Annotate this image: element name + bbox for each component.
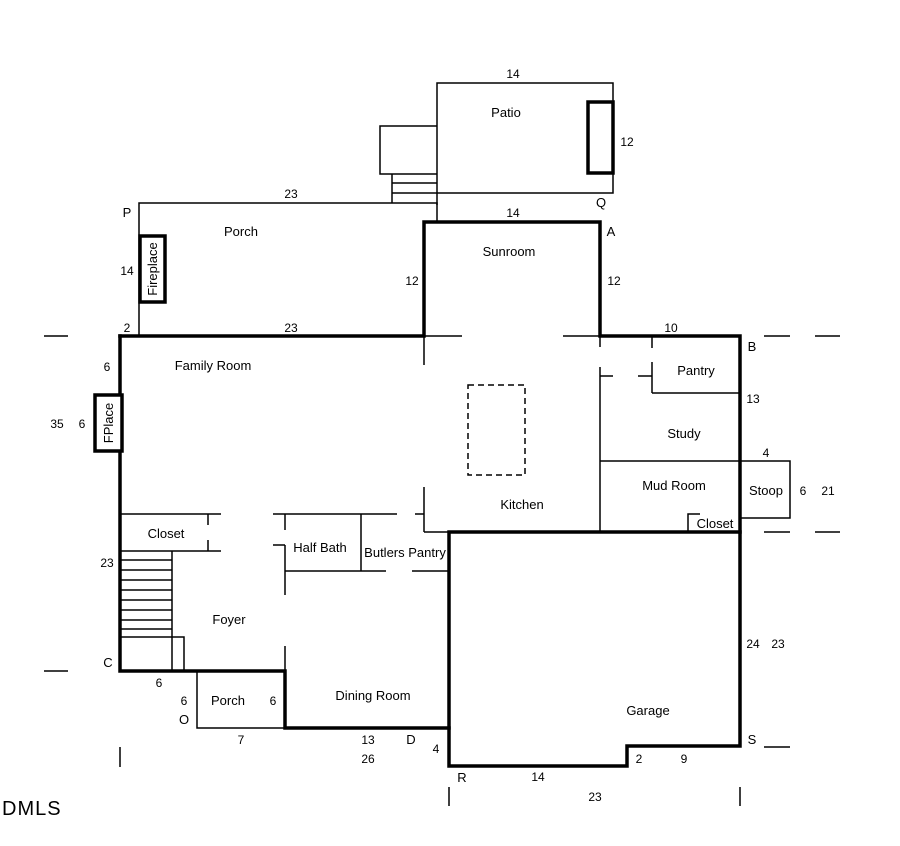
- room-label-half-bath: Half Bath: [293, 540, 346, 555]
- dim-east-upper: 13: [746, 392, 760, 406]
- room-label-closet-mud: Closet: [697, 516, 734, 531]
- room-label-porch: Porch: [224, 224, 258, 239]
- room-label-foyer: Foyer: [212, 612, 246, 627]
- patio-fireplace: [586, 100, 615, 175]
- patio-outline: [379, 82, 615, 205]
- corner-label-c: C: [103, 655, 112, 670]
- dim-garage-notch-right: 9: [681, 752, 688, 766]
- room-label-closet-foyer: Closet: [148, 526, 185, 541]
- room-label-stoop: Stoop: [749, 483, 783, 498]
- dim-west-lower: 23: [100, 556, 114, 570]
- corner-label-s: S: [748, 732, 757, 747]
- corner-label-r: R: [457, 770, 466, 785]
- room-label-dining-room: Dining Room: [335, 688, 410, 703]
- corner-label-q: Q: [596, 195, 606, 210]
- corner-label-a: A: [607, 224, 616, 239]
- dim-front-left: 6: [156, 676, 163, 690]
- dmls-logo: DMLS: [2, 798, 62, 820]
- dim-stoop-top: 4: [763, 446, 770, 460]
- room-label-mud-room: Mud Room: [642, 478, 706, 493]
- dim-west-upper: 6: [104, 360, 111, 374]
- dim-garage-right-b: 23: [771, 637, 785, 651]
- room-label-garage: Garage: [626, 703, 669, 718]
- room-label-fplace: FPlace: [101, 403, 116, 443]
- room-label-porch-front: Porch: [211, 693, 245, 708]
- dim-porch-bottom: 23: [284, 321, 298, 335]
- corner-label-o: O: [179, 712, 189, 727]
- dim-porch-left: 14: [120, 264, 134, 278]
- corner-labels: P Q A B C O D R S: [103, 195, 756, 785]
- room-label-family-room: Family Room: [175, 358, 252, 373]
- dim-porch-front-right: 6: [270, 694, 277, 708]
- dim-pantry-top: 10: [664, 321, 678, 335]
- dim-garage-bottom: 14: [531, 770, 545, 784]
- dim-porch-front-left: 6: [181, 694, 188, 708]
- dim-west-total: 35: [50, 417, 64, 431]
- dim-porch-bottom-left: 2: [124, 321, 131, 335]
- dim-sunroom-top: 14: [506, 206, 520, 220]
- room-label-butlers-pantry: Butlers Pantry: [364, 545, 446, 560]
- dimension-labels: 14 12 23 14 14 12 12 2 23 10 6 13 35 6 4…: [50, 67, 835, 804]
- exterior-walls: [93, 220, 742, 768]
- dim-garage-notch: 2: [636, 752, 643, 766]
- dim-fplace: 6: [79, 417, 86, 431]
- fplace-box: [93, 393, 124, 453]
- room-label-patio: Patio: [491, 105, 521, 120]
- room-label-study: Study: [667, 426, 701, 441]
- dim-dining-bottom: 13: [361, 733, 375, 747]
- dim-garage-left: 4: [433, 742, 440, 756]
- interior-walls: [120, 335, 791, 729]
- dim-porch-front-bottom: 7: [238, 733, 245, 747]
- corner-label-b: B: [748, 339, 757, 354]
- dimension-lines: [44, 335, 840, 806]
- room-label-pantry: Pantry: [677, 363, 715, 378]
- room-label-sunroom: Sunroom: [483, 244, 536, 259]
- corner-label-d: D: [406, 732, 415, 747]
- porch-fireplace: [138, 234, 167, 304]
- dim-patio-top: 14: [506, 67, 520, 81]
- dim-garage-total: 23: [588, 790, 602, 804]
- porch-outline: [138, 202, 438, 336]
- dim-sunroom-left: 12: [405, 274, 419, 288]
- dim-front-total: 26: [361, 752, 375, 766]
- corner-label-p: P: [123, 205, 132, 220]
- dim-east-total: 21: [821, 484, 835, 498]
- dim-patio-right: 12: [620, 135, 634, 149]
- dim-porch-top: 23: [284, 187, 298, 201]
- dim-sunroom-right: 12: [607, 274, 621, 288]
- room-labels: Patio Porch Sunroom Fireplace Family Roo…: [101, 105, 783, 718]
- dim-garage-right-a: 24: [746, 637, 760, 651]
- room-label-porch-fireplace: Fireplace: [145, 242, 160, 295]
- room-label-kitchen: Kitchen: [500, 497, 543, 512]
- dim-stoop-right: 6: [800, 484, 807, 498]
